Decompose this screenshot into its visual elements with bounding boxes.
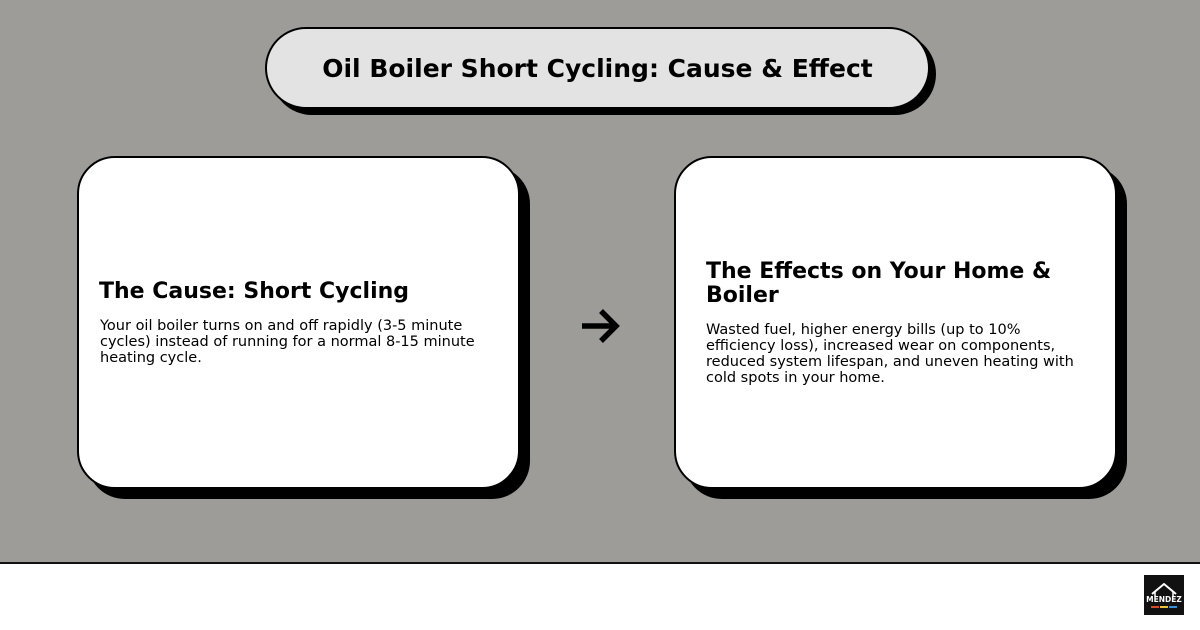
cause-description: Your oil boiler turns on and off rapidly… bbox=[100, 317, 475, 366]
arrow-right-icon bbox=[582, 309, 620, 343]
effect-card: The Effects on Your Home & Boiler Wasted… bbox=[674, 156, 1117, 489]
cause-card: The Cause: Short Cycling Your oil boiler… bbox=[77, 156, 520, 489]
diagram-title: Oil Boiler Short Cycling: Cause & Effect bbox=[322, 53, 873, 83]
effect-heading: The Effects on Your Home & Boiler bbox=[706, 258, 1052, 308]
effect-description: Wasted fuel, higher energy bills (up to … bbox=[706, 321, 1074, 386]
logo-wordmark: MENDEZ bbox=[1146, 595, 1182, 604]
title-banner: Oil Boiler Short Cycling: Cause & Effect bbox=[265, 27, 930, 109]
company-logo: MENDEZ bbox=[1144, 575, 1184, 615]
cause-heading: The Cause: Short Cycling bbox=[99, 278, 410, 304]
house-roof-icon bbox=[1151, 582, 1177, 595]
diagram-canvas: Oil Boiler Short Cycling: Cause & Effect… bbox=[0, 0, 1200, 564]
